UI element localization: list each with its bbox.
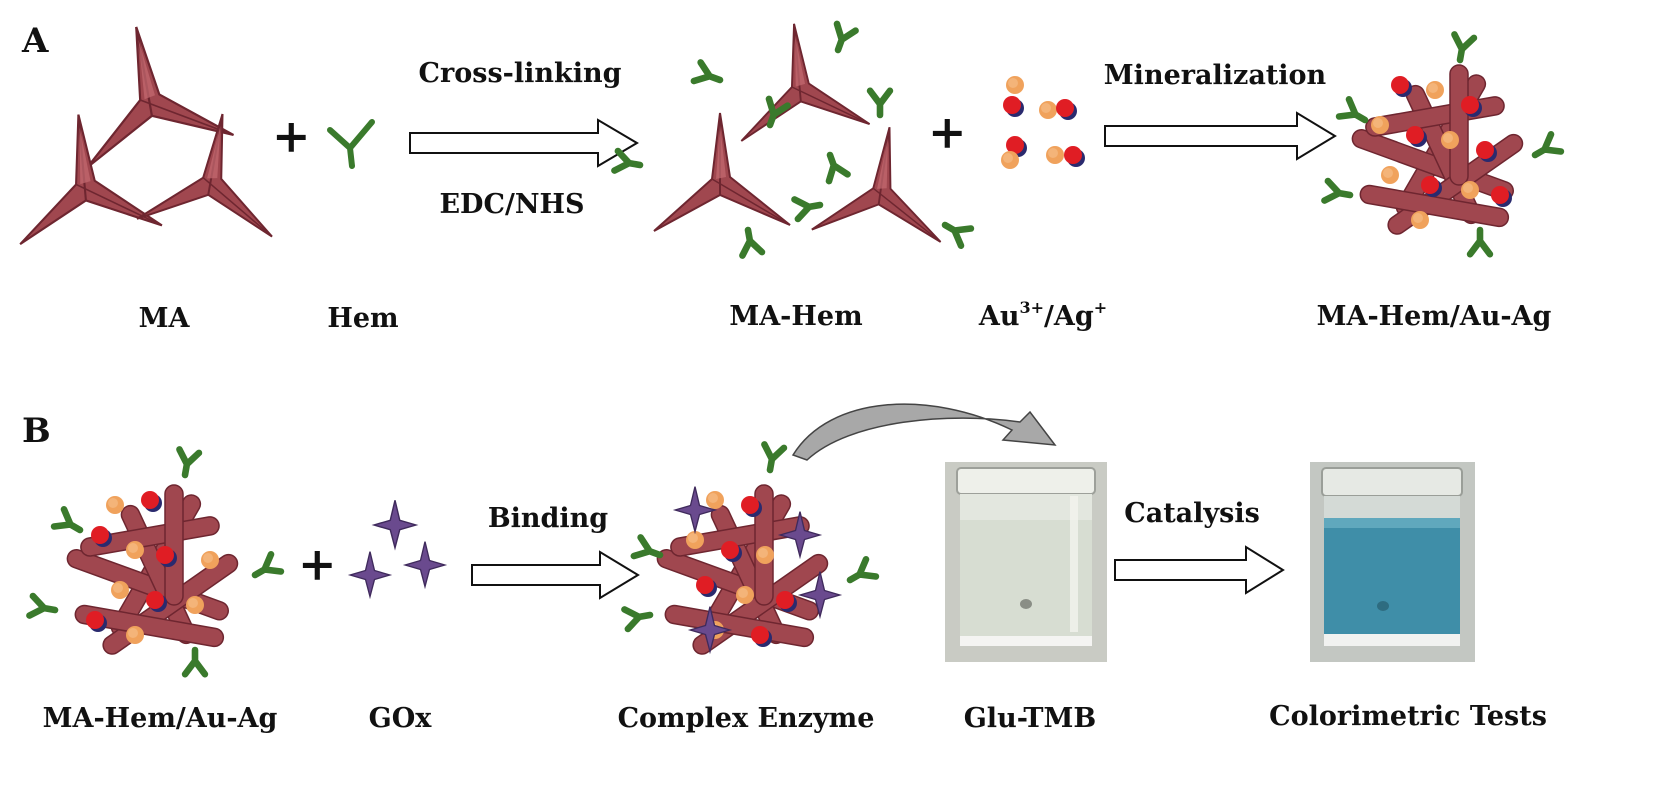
arrow-label-mineralization: Mineralization <box>1104 60 1327 91</box>
label-au-charge: 3+ <box>1019 298 1044 317</box>
plus-sign: + <box>928 105 967 159</box>
label-complex-enzyme: Complex Enzyme <box>618 703 875 734</box>
arrow-catalysis <box>1114 545 1285 595</box>
arrow-label-crosslinking: Cross-linking <box>419 58 622 89</box>
complex-enzyme-icon <box>624 444 875 659</box>
arrow-label-binding: Binding <box>488 503 608 534</box>
arrow-label-catalysis: Catalysis <box>1124 498 1260 529</box>
label-glu-tmb: Glu-TMB <box>964 703 1096 734</box>
hem-icon <box>327 119 375 169</box>
label-ag: /Ag <box>1044 301 1094 332</box>
arrow-crosslinking <box>409 118 639 168</box>
label-ma-hem-au-ag: MA-Hem/Au-Ag <box>43 703 278 734</box>
label-au-ag-ions: Au3+/Ag+ <box>978 298 1107 332</box>
curved-transfer-arrow <box>791 403 1057 461</box>
arrow-mineralization <box>1104 111 1337 161</box>
label-ma-hem-au-ag: MA-Hem/Au-Ag <box>1317 301 1552 332</box>
label-colorimetric-tests: Colorimetric Tests <box>1269 701 1547 732</box>
ma-hem-icon <box>614 17 970 255</box>
ma-hem-au-ag-icon <box>29 449 280 674</box>
ma-tripod-icon <box>8 12 293 246</box>
label-ag-charge: + <box>1094 298 1107 317</box>
label-ma: MA <box>139 303 191 334</box>
arrow-label-edc-nhs: EDC/NHS <box>439 189 584 220</box>
panel-b-letter: B <box>22 411 51 451</box>
label-au: Au <box>978 301 1020 332</box>
panel-a-letter: A <box>21 21 49 61</box>
glu-tmb-vial-image <box>945 462 1107 662</box>
label-hem: Hem <box>327 303 398 334</box>
plus-sign: + <box>272 109 311 163</box>
plus-sign: + <box>298 537 337 591</box>
colorimetric-vial-image <box>1310 462 1475 662</box>
label-ma-hem: MA-Hem <box>729 301 862 332</box>
gox-icon <box>349 499 446 598</box>
au-ag-ions-icon <box>1001 76 1085 169</box>
arrow-binding <box>471 550 640 600</box>
ma-hem-au-ag-icon <box>1324 34 1560 254</box>
label-gox: GOx <box>369 703 433 734</box>
